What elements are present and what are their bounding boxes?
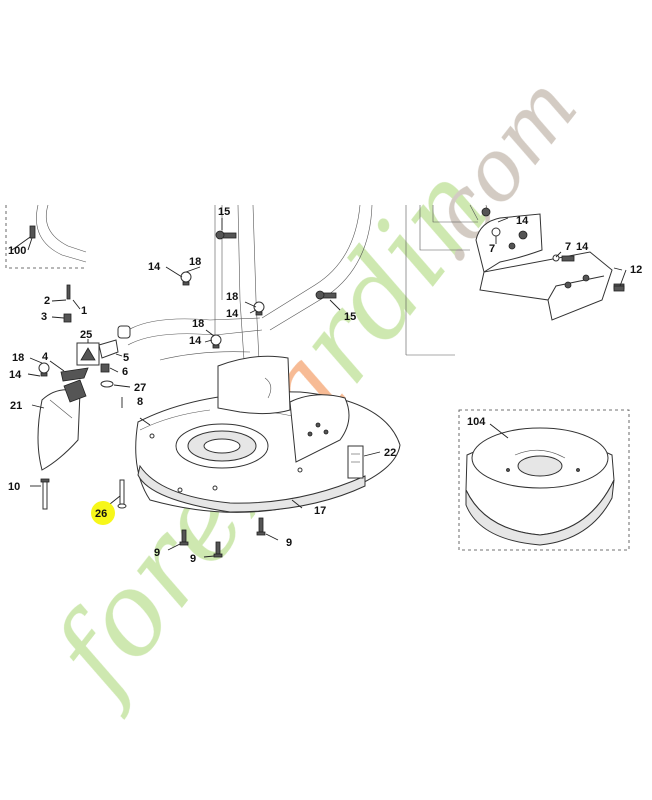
label-17: 17 [314, 505, 326, 517]
bracket-assembly [475, 213, 625, 321]
label-14-top: 14 [148, 261, 161, 273]
watermark: forexjardin .com [25, 59, 597, 722]
label-5: 5 [123, 352, 129, 364]
label-7-bracket: 7 [489, 243, 495, 255]
label-4: 4 [42, 351, 49, 363]
side-flap [289, 394, 350, 463]
handle-frame [117, 204, 489, 421]
label-9-left: 9 [154, 547, 160, 559]
label-2: 2 [44, 295, 50, 307]
label-1: 1 [81, 305, 87, 317]
label-9-right: 9 [286, 537, 292, 549]
label-18-left: 18 [12, 352, 24, 364]
label-15-top: 15 [218, 206, 230, 218]
label-14-right: 14 [576, 241, 589, 253]
label-26: 26 [95, 508, 107, 520]
rear-guard [217, 355, 291, 415]
label-14-bracket: 14 [516, 215, 529, 227]
label-18-mid: 18 [226, 291, 238, 303]
label-14-left: 14 [9, 369, 22, 381]
label-104: 104 [467, 416, 486, 428]
label-15-right: 15 [344, 311, 356, 323]
inset-104 [458, 409, 630, 551]
leader-lines [27, 217, 627, 558]
label-3: 3 [41, 311, 47, 323]
fasteners [38, 207, 625, 558]
label-10: 10 [8, 481, 20, 493]
label-18-top: 18 [189, 256, 201, 268]
label-22: 22 [384, 447, 396, 459]
label-14-low: 14 [189, 335, 202, 347]
label-25: 25 [80, 329, 92, 341]
label-18-low: 18 [192, 318, 204, 330]
left-guard [37, 379, 87, 471]
inset-100 [5, 204, 87, 269]
label-27: 27 [134, 382, 146, 394]
label-8: 8 [137, 396, 143, 408]
label-7-right: 7 [565, 241, 571, 253]
label-9-mid: 9 [190, 553, 196, 565]
label-21: 21 [10, 400, 22, 412]
highlight-26 [91, 501, 115, 525]
label-6: 6 [122, 366, 128, 378]
callout-labels: 100 15 14 18 2 1 3 18 14 15 18 14 25 5 6… [8, 206, 642, 565]
label-100: 100 [8, 245, 26, 257]
label-12: 12 [630, 264, 642, 276]
label-14-mid: 14 [226, 308, 239, 320]
